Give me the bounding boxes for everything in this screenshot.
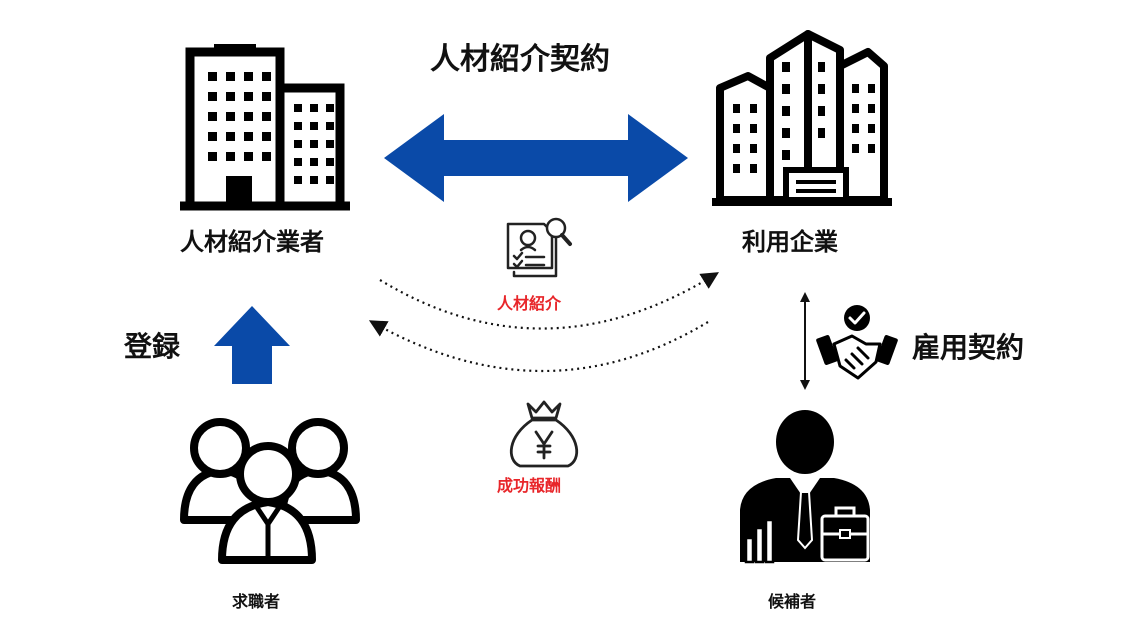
register-arrow bbox=[214, 306, 290, 384]
seekers-label: 求職者 bbox=[232, 592, 281, 611]
resume-search-icon bbox=[506, 217, 572, 278]
handshake-check-icon bbox=[816, 305, 898, 380]
money-bag-yen-icon bbox=[509, 400, 579, 468]
fee-arrow bbox=[368, 320, 709, 373]
businessman-icon bbox=[740, 410, 870, 564]
candidate-label: 候補者 bbox=[768, 592, 817, 611]
building-icon bbox=[180, 44, 350, 211]
introduction-label: 人材紹介 bbox=[497, 294, 562, 313]
introduction-arrow bbox=[379, 272, 719, 330]
fee-label: 成功報酬 bbox=[497, 476, 562, 495]
register-label: 登録 bbox=[124, 330, 181, 363]
title-label: 人材紹介契約 bbox=[430, 42, 610, 77]
agency-label: 人材紹介業者 bbox=[180, 228, 324, 256]
contract-double-arrow bbox=[384, 114, 688, 202]
employment-label: 雇用契約 bbox=[912, 331, 1025, 364]
employment-double-arrow bbox=[800, 292, 810, 390]
company-label: 利用企業 bbox=[742, 228, 838, 256]
skyscraper-icon bbox=[712, 30, 892, 206]
people-group-icon bbox=[180, 418, 360, 564]
